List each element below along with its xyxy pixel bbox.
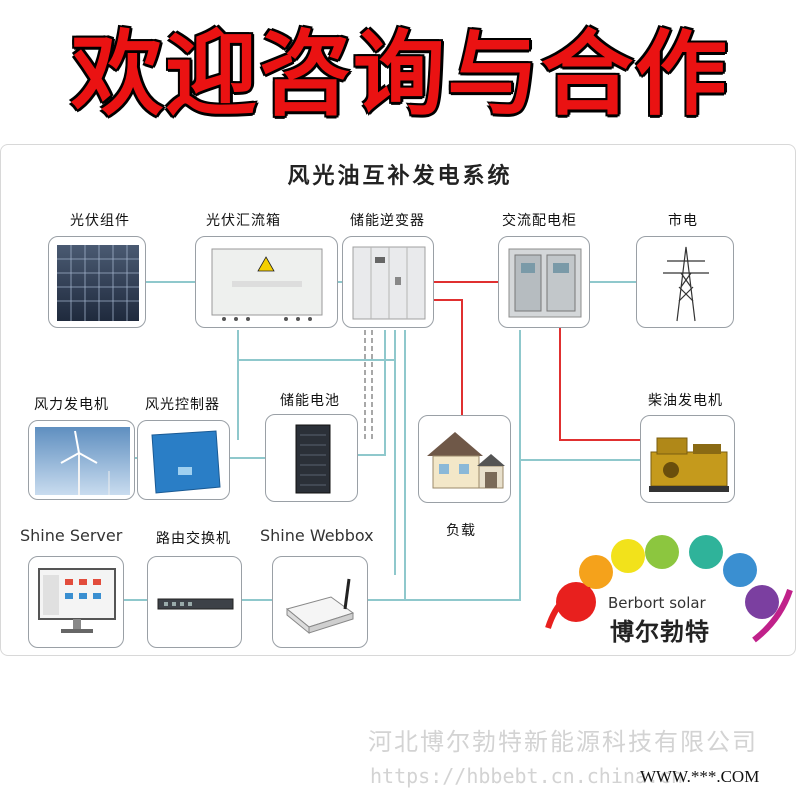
watermark-company: 河北博尔勃特新能源科技有限公司	[368, 728, 758, 756]
ac-distribution-cabinet-box	[498, 236, 590, 328]
label-pv-modules: 光伏组件	[70, 213, 130, 229]
watermark-url: https://hbbebt.cn.china.cn	[370, 764, 684, 788]
diesel-generator-box	[640, 415, 735, 503]
battery-rack-icon	[295, 424, 331, 494]
distribution-cabinet-icon	[508, 248, 582, 318]
line-inverter-to-load	[434, 299, 463, 415]
switch-icon	[157, 598, 234, 610]
label-load: 负载	[446, 523, 476, 539]
label-shine-server: Shine Server	[20, 526, 123, 545]
line-cabinet-to-diesel-ac	[559, 328, 640, 441]
generator-icon	[649, 437, 729, 492]
label-grid: 市电	[668, 213, 698, 229]
diagram-title: 风光油互补发电系统	[287, 163, 513, 189]
line-battery-to-inverter	[358, 330, 386, 456]
storage-inverter-box	[342, 236, 434, 328]
combiner-box-icon	[211, 248, 323, 321]
line-cabinet-down	[405, 330, 521, 601]
label-storage-inverter: 储能逆变器	[350, 213, 425, 229]
controller-icon	[151, 430, 221, 494]
logo-brand-cn: 博尔勃特	[610, 618, 710, 646]
load-box	[418, 415, 511, 503]
router-box	[147, 556, 242, 648]
wind-turbine-box	[28, 420, 135, 500]
label-ac-distribution-cabinet: 交流配电柜	[502, 213, 577, 229]
monitor-icon	[38, 568, 116, 633]
logo-figures-icon	[545, 535, 793, 643]
power-tower-icon	[663, 246, 709, 322]
label-diesel-generator: 柴油发电机	[648, 393, 723, 409]
pv-modules-box	[48, 236, 146, 328]
inverter-cabinet-icon	[352, 246, 426, 320]
footer-site: WWW.***.COM	[640, 767, 760, 786]
wind-turbine-icon	[35, 427, 130, 495]
label-wind-solar-controller: 风光控制器	[145, 397, 220, 413]
diagram-frame	[0, 144, 796, 656]
storage-battery-box	[265, 414, 358, 502]
wind-solar-controller-box	[137, 420, 230, 500]
grid-box	[636, 236, 734, 328]
label-shine-webbox: Shine Webbox	[260, 526, 374, 545]
label-router: 路由交换机	[156, 531, 231, 547]
house-icon	[427, 432, 505, 489]
solar-panel-icon	[57, 245, 139, 321]
shine-server-box	[28, 556, 124, 648]
logo-brand-en: Berbort solar	[608, 594, 706, 612]
label-storage-battery: 储能电池	[280, 393, 340, 409]
label-wind-turbine: 风力发电机	[34, 397, 109, 413]
shine-webbox-box	[272, 556, 368, 648]
label-pv-combiner-box: 光伏汇流箱	[206, 213, 281, 229]
webbox-router-icon	[285, 578, 355, 635]
pv-combiner-box	[195, 236, 338, 328]
promo-banner: 欢迎咨询与合作	[70, 21, 729, 128]
